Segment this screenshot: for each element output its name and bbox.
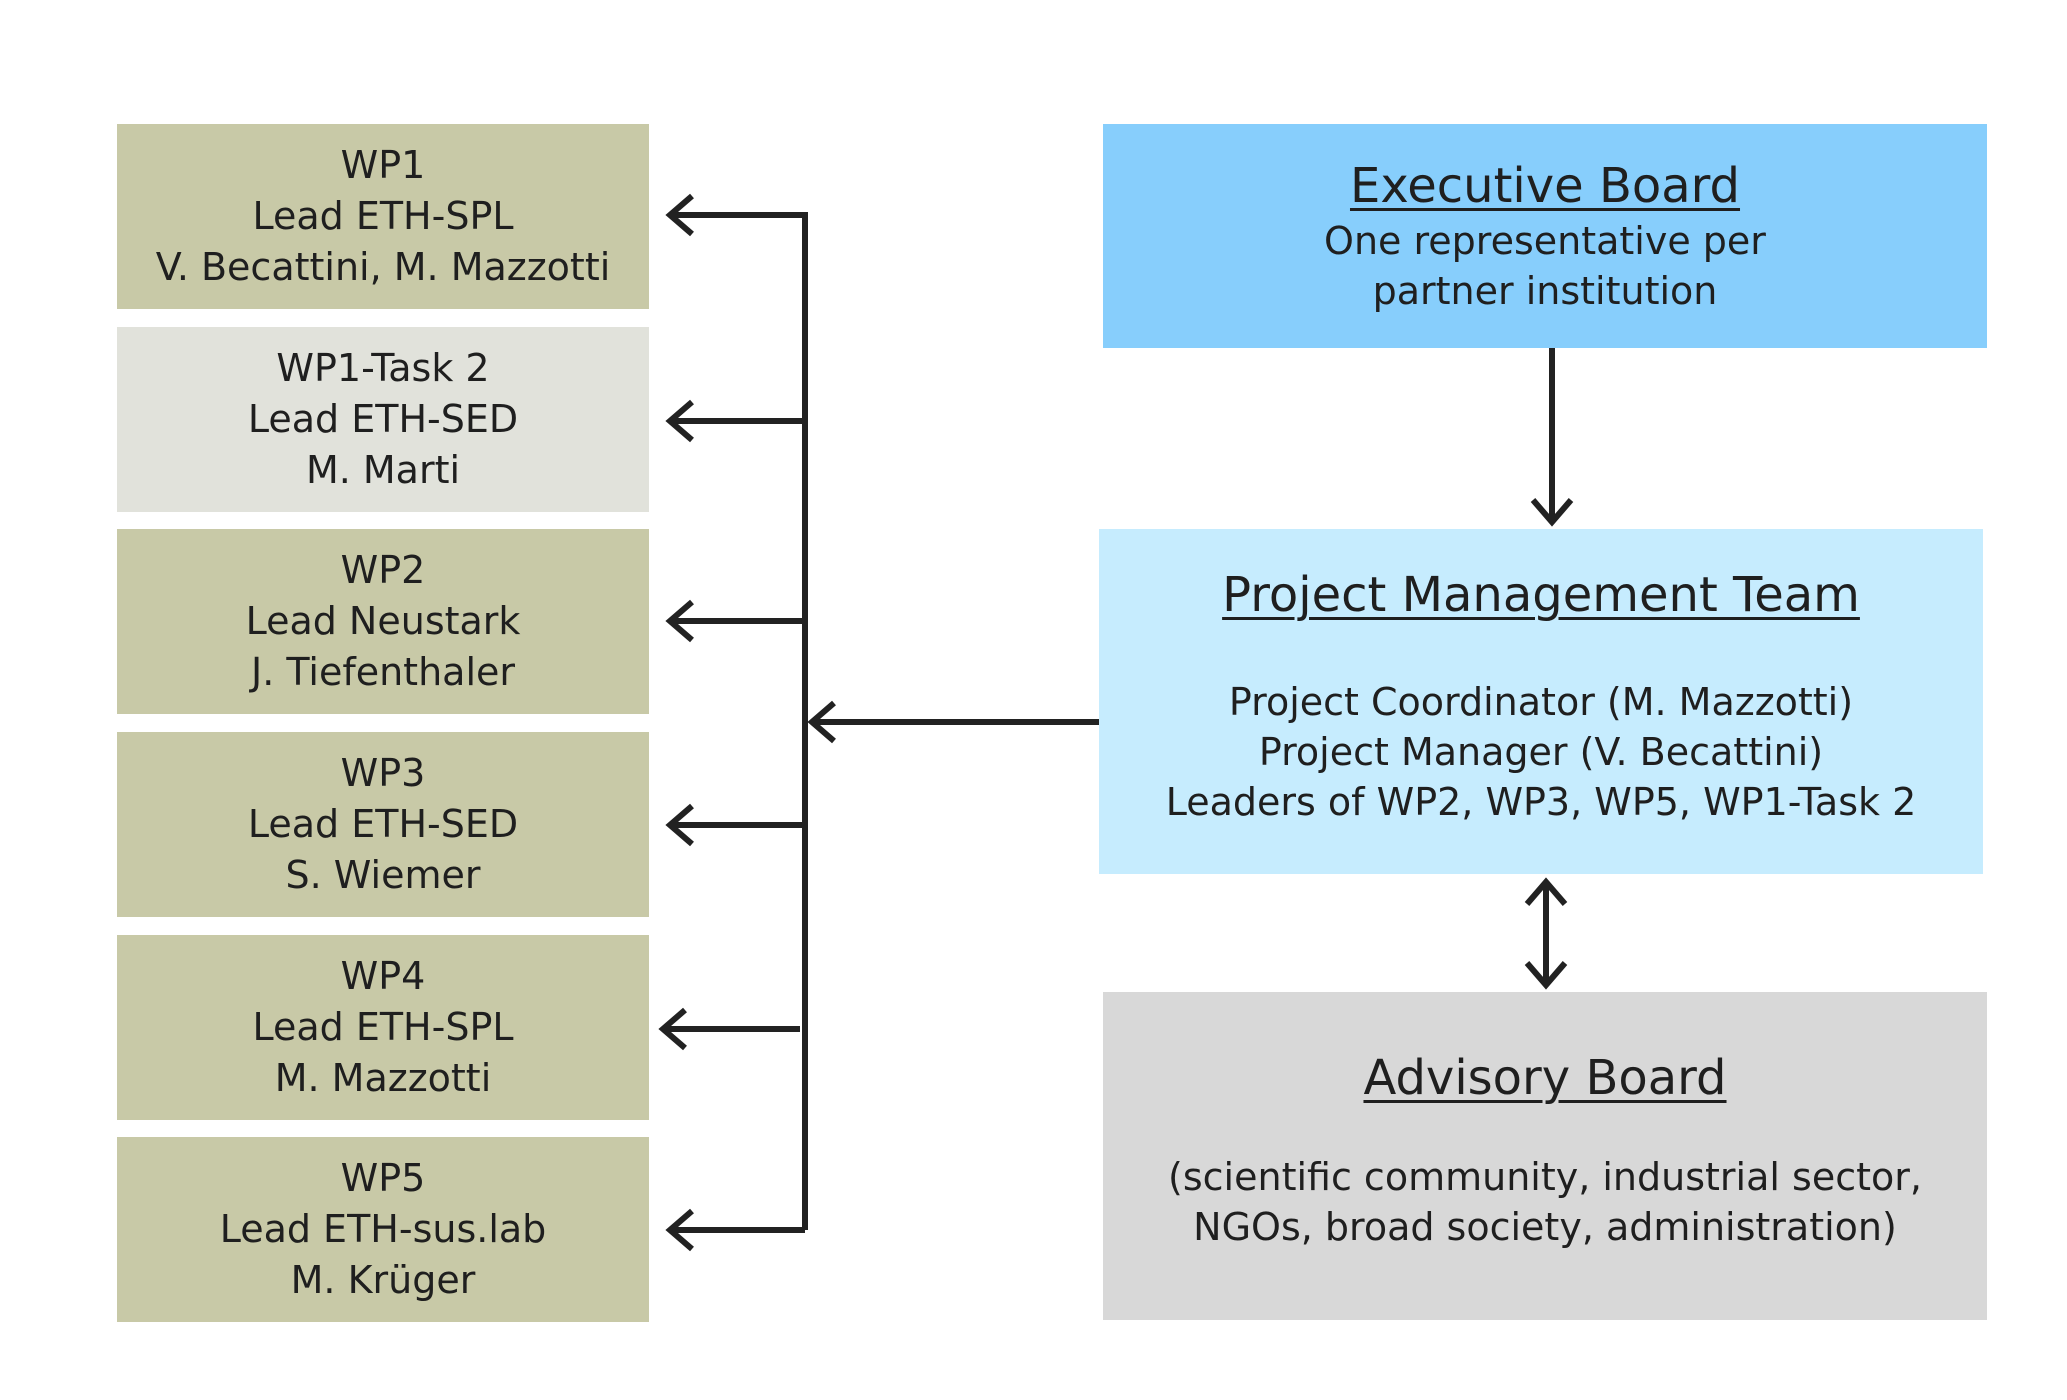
arrow-head-wp4: [658, 1007, 687, 1051]
pmt-member-line: Project Manager (V. Becattini): [1258, 730, 1824, 774]
wp1-box: WP1 Lead ETH-SPL V. Becattini, M. Mazzot…: [117, 124, 649, 309]
arrow-head-pmt: [1530, 498, 1574, 527]
executive-board-line: One representative per: [1324, 219, 1766, 263]
wp-lead: Lead Neustark: [245, 599, 521, 643]
wp-people: V. Becattini, M. Mazzotti: [155, 245, 611, 289]
pmt-member-line: Project Coordinator (M. Mazzotti): [1228, 680, 1854, 724]
arrow-head-wp3: [665, 803, 694, 847]
executive-board-line: partner institution: [1372, 269, 1718, 313]
wp1-task2-box: WP1-Task 2 Lead ETH-SED M. Marti: [117, 327, 649, 512]
wp-people: M. Krüger: [290, 1258, 476, 1302]
wp-people: M. Mazzotti: [274, 1056, 492, 1100]
arrow-head-wp1: [665, 193, 694, 237]
wp-lead: Lead ETH-SED: [247, 802, 519, 846]
executive-board-title: Executive Board: [1349, 158, 1741, 214]
wp2-box: WP2 Lead Neustark J. Tiefenthaler: [117, 529, 649, 714]
advisory-board-title: Advisory Board: [1363, 1050, 1727, 1106]
pmt-member-line: Leaders of WP2, WP3, WP5, WP1-Task 2: [1165, 780, 1917, 824]
advisory-board-line: NGOs, broad society, administration): [1193, 1205, 1897, 1249]
project-management-team-box: Project Management Team Project Coordina…: [1099, 529, 1983, 874]
arrow-head-up: [1524, 877, 1568, 906]
wp-title: WP1: [340, 143, 426, 187]
advisory-board-line: (scientific community, industrial sector…: [1168, 1155, 1922, 1199]
wp-people: M. Marti: [305, 448, 461, 492]
wp-title: WP5: [340, 1156, 426, 1200]
wp-title: WP4: [340, 954, 426, 998]
arrow-head-wp5: [665, 1208, 694, 1252]
wp-people: S. Wiemer: [285, 853, 481, 897]
wp4-box: WP4 Lead ETH-SPL M. Mazzotti: [117, 935, 649, 1120]
wp-lead: Lead ETH-sus.lab: [219, 1207, 547, 1251]
wp-lead: Lead ETH-SPL: [252, 1005, 514, 1049]
wp-title: WP2: [340, 548, 426, 592]
arrow-head-bus: [807, 700, 836, 744]
executive-board-box: Executive Board One representative per p…: [1103, 124, 1987, 348]
wp5-box: WP5 Lead ETH-sus.lab M. Krüger: [117, 1137, 649, 1322]
wp-title: WP3: [340, 751, 426, 795]
arrow-head-down: [1524, 961, 1568, 990]
arrow-head-wp2: [665, 599, 694, 643]
wp3-box: WP3 Lead ETH-SED S. Wiemer: [117, 732, 649, 917]
advisory-board-box: Advisory Board (scientific community, in…: [1103, 992, 1987, 1320]
wp-lead: Lead ETH-SPL: [252, 194, 514, 238]
project-management-team-title: Project Management Team: [1222, 567, 1860, 623]
arrow-head-wp1-task2: [665, 399, 694, 443]
wp-lead: Lead ETH-SED: [247, 397, 519, 441]
wp-people: J. Tiefenthaler: [250, 650, 515, 694]
wp-title: WP1-Task 2: [276, 346, 490, 390]
